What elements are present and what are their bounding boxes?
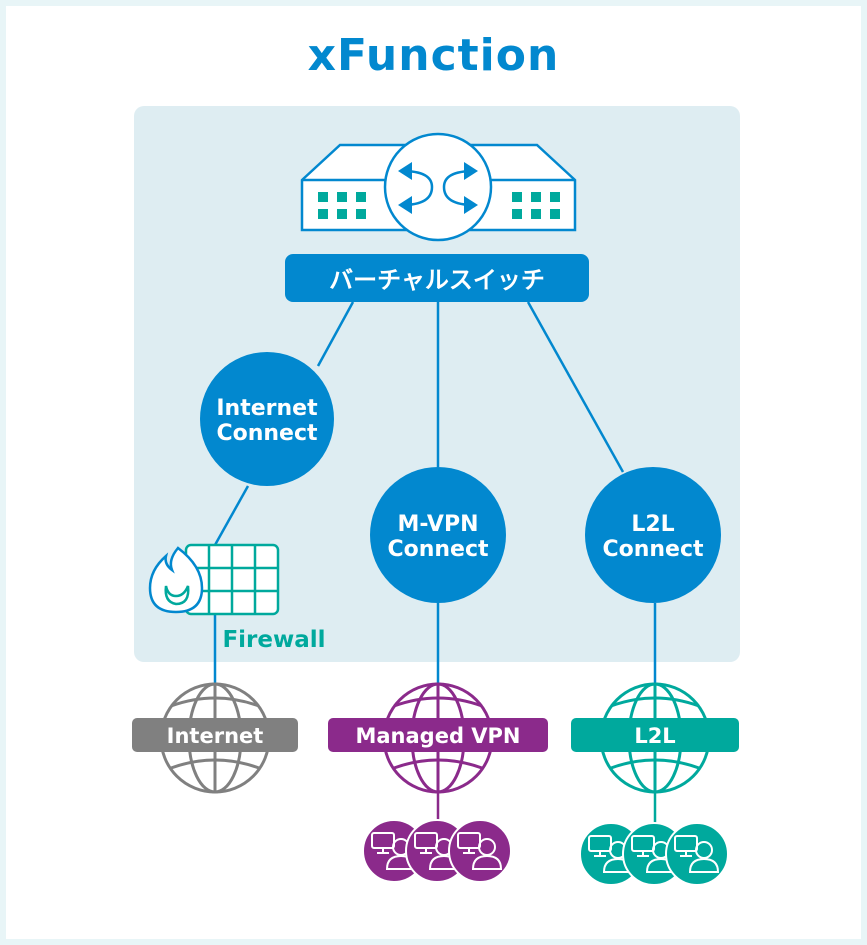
network-label: L2L: [634, 724, 675, 748]
network-switch-icon: [300, 132, 577, 242]
flame-icon: [148, 546, 204, 614]
firewall-icon: [148, 543, 280, 616]
line-switch-to-l2l-connect: [526, 301, 625, 473]
user-group-managed-vpn: [362, 819, 512, 883]
firewall-label: Firewall: [222, 627, 325, 653]
network-l2l: L2L: [571, 682, 739, 794]
computer-user-icon: [448, 819, 512, 883]
connector-label-line2: Connect: [387, 537, 489, 562]
network-managed-vpn: Managed VPN: [328, 682, 548, 794]
line-switch-to-internet-connect: [316, 301, 355, 367]
connector-label-line2: Connect: [216, 421, 318, 446]
diagram-title: xFunction: [307, 30, 560, 81]
user-group-l2l: [579, 822, 729, 886]
connector-label-line1: Internet: [216, 396, 318, 421]
network-internet: Internet: [132, 682, 298, 794]
connector-mvpn-connect: M-VPN Connect: [370, 467, 506, 603]
connector-label-line1: M-VPN: [398, 512, 479, 537]
network-label: Internet: [167, 724, 264, 748]
switch-arrows-icon: [401, 169, 475, 207]
virtual-switch-label: バーチャルスイッチ: [285, 254, 589, 302]
connector-label-line1: L2L: [631, 512, 674, 537]
computer-user-icon: [665, 822, 729, 886]
connection-lines: [213, 301, 657, 685]
virtual-switch-text: バーチャルスイッチ: [329, 266, 545, 294]
network-label: Managed VPN: [355, 724, 520, 748]
line-internet-connect-to-firewall: [213, 485, 250, 546]
connector-label-line2: Connect: [602, 537, 704, 562]
connector-l2l-connect: L2L Connect: [585, 467, 721, 603]
connector-internet-connect: Internet Connect: [200, 352, 334, 486]
